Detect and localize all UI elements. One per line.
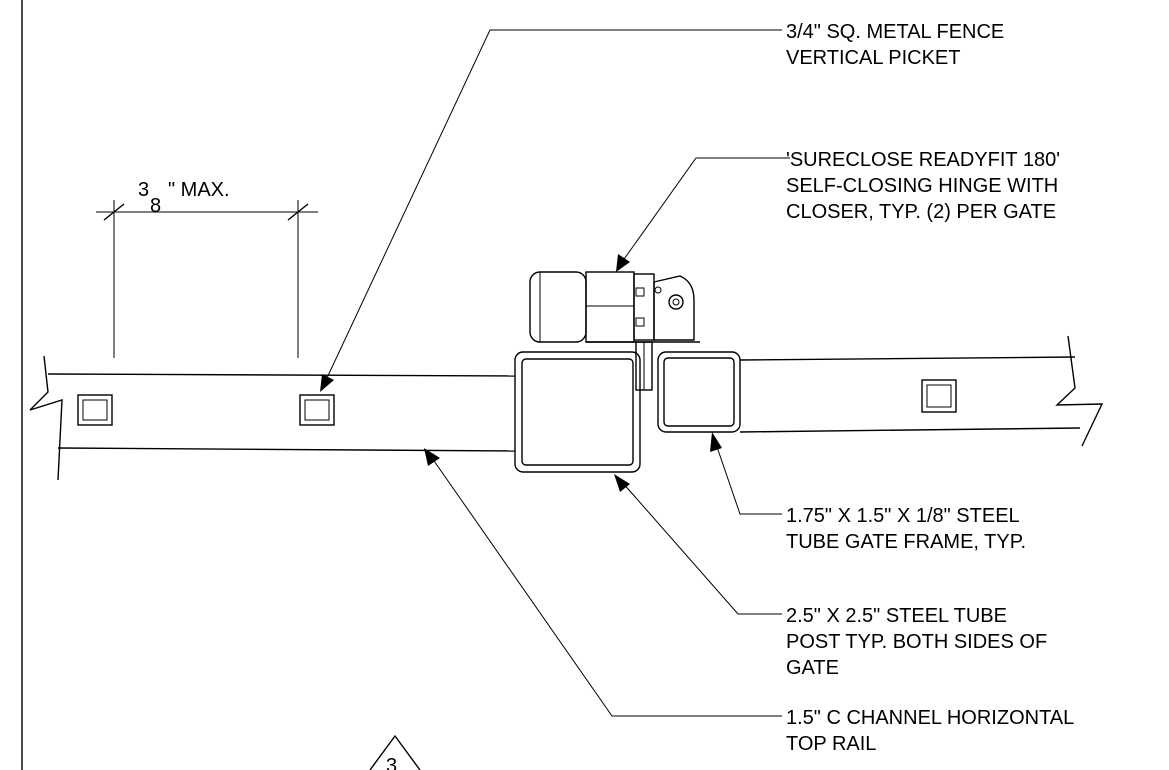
callout-rail-line-1: 1.5" C CHANNEL HORIZONTAL [786, 707, 1074, 729]
callout-post-line-3: GATE [786, 657, 839, 679]
dimension-sub: 8 [150, 195, 161, 217]
left-picket-1 [77, 394, 113, 426]
spacing-dimension: 3 8 " MAX. [96, 179, 318, 358]
gate-picket [921, 379, 957, 413]
post-leader [614, 474, 782, 615]
hinge-closer [529, 271, 700, 391]
callout-rail-line-2: TOP RAIL [786, 733, 876, 755]
dimension-whole: 3 [138, 179, 149, 201]
left-rail [29, 355, 516, 481]
callout-post-line-2: POST TYP. BOTH SIDES OF [786, 631, 1047, 653]
callout-picket-line-1: 3/4" SQ. METAL FENCE [786, 21, 1004, 43]
callout-picket-line-2: VERTICAL PICKET [786, 47, 961, 69]
gate-frame-tube [657, 351, 741, 433]
detail-marker: 3 [369, 734, 421, 770]
callout-hinge-line-2: SELF-CLOSING HINGE WITH [786, 175, 1058, 197]
gate-rail [739, 335, 1104, 447]
steel-tube-post [514, 351, 641, 473]
callout-gate-frame-line-2: TUBE GATE FRAME, TYP. [786, 531, 1026, 553]
gate-frame-leader [710, 432, 782, 515]
callout-rail: 1.5" C CHANNEL HORIZONTAL TOP RAIL [786, 707, 1074, 755]
rail-leader [424, 448, 782, 717]
callout-hinge: 'SURECLOSE READYFIT 180' SELF-CLOSING HI… [786, 149, 1060, 223]
callout-hinge-line-1: 'SURECLOSE READYFIT 180' [786, 149, 1060, 171]
callout-gate-frame: 1.75" X 1.5" X 1/8" STEEL TUBE GATE FRAM… [786, 505, 1026, 553]
picket-leader [320, 29, 782, 392]
dimension-suffix: " MAX. [168, 179, 230, 201]
callout-post: 2.5" X 2.5" STEEL TUBE POST TYP. BOTH SI… [786, 605, 1047, 679]
left-picket-2 [299, 394, 335, 426]
callout-gate-frame-line-1: 1.75" X 1.5" X 1/8" STEEL [786, 505, 1020, 527]
callout-picket: 3/4" SQ. METAL FENCE VERTICAL PICKET [786, 21, 1004, 69]
detail-marker-number: 3 [386, 755, 397, 770]
callout-hinge-line-3: CLOSER, TYP. (2) PER GATE [786, 201, 1056, 223]
hinge-leader [616, 157, 790, 272]
callout-post-line-1: 2.5" X 2.5" STEEL TUBE [786, 605, 1007, 627]
